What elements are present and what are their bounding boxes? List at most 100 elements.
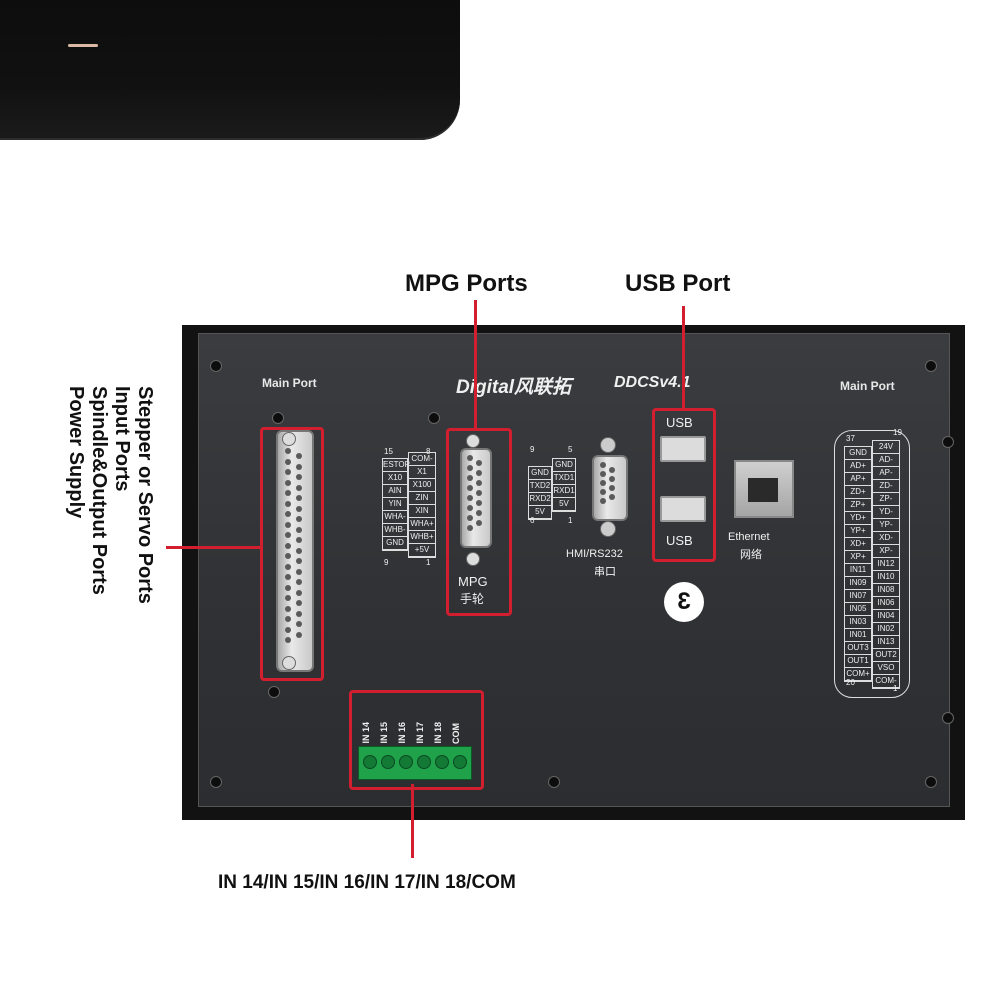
pin-label: XD+ [845,538,871,551]
pin-label: ZIN [409,492,435,505]
connector-pin [467,495,473,501]
left-annotation-line-2: Input Ports [111,386,133,492]
mpg-pin-number: 15 [384,447,393,456]
hmi-port-label-cn: 串口 [594,566,616,578]
terminal-screw[interactable] [435,755,449,769]
pin-label: IN01 [845,629,871,642]
mpg-ports-annotation: MPG Ports [405,270,528,297]
connector-pin [609,493,615,500]
mpg-port-label: MPG [458,574,488,589]
pin-label: IN12 [873,558,899,571]
pin-label: IN13 [873,636,899,649]
screw [548,776,560,788]
ce-badge: 3 [664,582,704,622]
connector-pin [285,448,291,454]
connector-screw [282,432,296,446]
screw [925,776,937,788]
pin-label: IN11 [845,564,871,577]
connector-pin [467,475,473,481]
db15-pin-grid [466,455,484,537]
pin-label: 5V [529,506,551,519]
main-pin-number: 1 [893,684,898,693]
connector-pin [476,490,482,496]
connector-pin [467,515,473,521]
pin-label: RXD2 [529,493,551,506]
connector-screw [466,434,480,448]
pin-label: IN05 [845,603,871,616]
pin-label: AP- [873,467,899,480]
connector-pin [296,631,302,638]
connector-pin [296,474,302,481]
connector-pin [296,621,302,628]
bottom-annotation: IN 14/IN 15/IN 16/IN 17/IN 18/COM [218,872,516,893]
connector-pin [285,490,291,496]
ethernet-label: Ethernet [728,531,770,543]
connector-pin [296,484,302,491]
connector-pin [296,495,302,502]
connector-pin [285,511,291,517]
pin-label: XP- [873,545,899,558]
connector-pin [285,542,291,549]
device-glint [68,44,98,47]
ethernet-jack-opening [748,478,778,502]
main-db37-connector[interactable] [276,430,314,672]
terminal-screw[interactable] [381,755,395,769]
connector-pin [296,600,302,607]
hmi-pin-number: 5 [568,445,573,454]
pin-label: X1 [409,466,435,479]
pin-label: WHA+ [409,518,435,531]
connector-pin [285,521,291,528]
main-port-pinout-outline [834,430,910,698]
connector-pin [285,458,291,465]
connector-pin [285,500,291,507]
usb-port-bottom[interactable] [660,496,706,522]
connector-pin [609,475,615,482]
db37-pin-grid [283,448,305,650]
pin-label: ZD+ [845,486,871,499]
usb-port-top[interactable] [660,436,706,462]
pin-label: WHA- [383,511,407,524]
connector-pin [296,610,302,617]
pin-label: XIN [409,505,435,518]
pin-label: AP+ [845,473,871,486]
screw [210,776,222,788]
connector-pin [296,568,302,575]
pin-label: OUT3 [845,642,871,655]
connector-pin [285,637,291,643]
pin-label: COM- [873,675,899,688]
terminal-screw[interactable] [417,755,431,769]
terminal-screw[interactable] [399,755,413,769]
pin-label: ZP- [873,493,899,506]
connector-pin [296,547,302,554]
connector-pin [285,469,291,475]
connector-pin [476,510,482,516]
input-terminal-block[interactable] [358,746,472,780]
terminal-screw[interactable] [363,755,377,769]
connector-pin [296,558,302,565]
pin-label: IN06 [873,597,899,610]
connector-pin [476,470,482,476]
mpg-pin-number: 9 [384,558,389,567]
left-annotation-line-3: Spindle&Output Ports [88,386,110,595]
mpg-leader-line [474,300,477,428]
pin-label: +5V [409,544,435,557]
connector-pin [600,462,606,468]
main-port-highlight-box [260,427,324,681]
pin-label: TXD1 [553,472,575,485]
connector-pin [285,616,291,622]
pin-label: ZP+ [845,499,871,512]
mpg-pin-number: 1 [426,558,431,567]
ethernet-label-cn: 网络 [740,549,762,561]
connector-pin [476,520,482,526]
pin-label: IN04 [873,610,899,623]
usb-label-top: USB [666,415,693,430]
terminal-screw[interactable] [453,755,467,769]
connector-pin [467,465,473,471]
db9-pin-grid [598,462,618,510]
pin-label: IN02 [873,623,899,636]
pin-label: VSO [873,662,899,675]
connector-pin [467,485,473,491]
connector-pin [296,463,302,470]
